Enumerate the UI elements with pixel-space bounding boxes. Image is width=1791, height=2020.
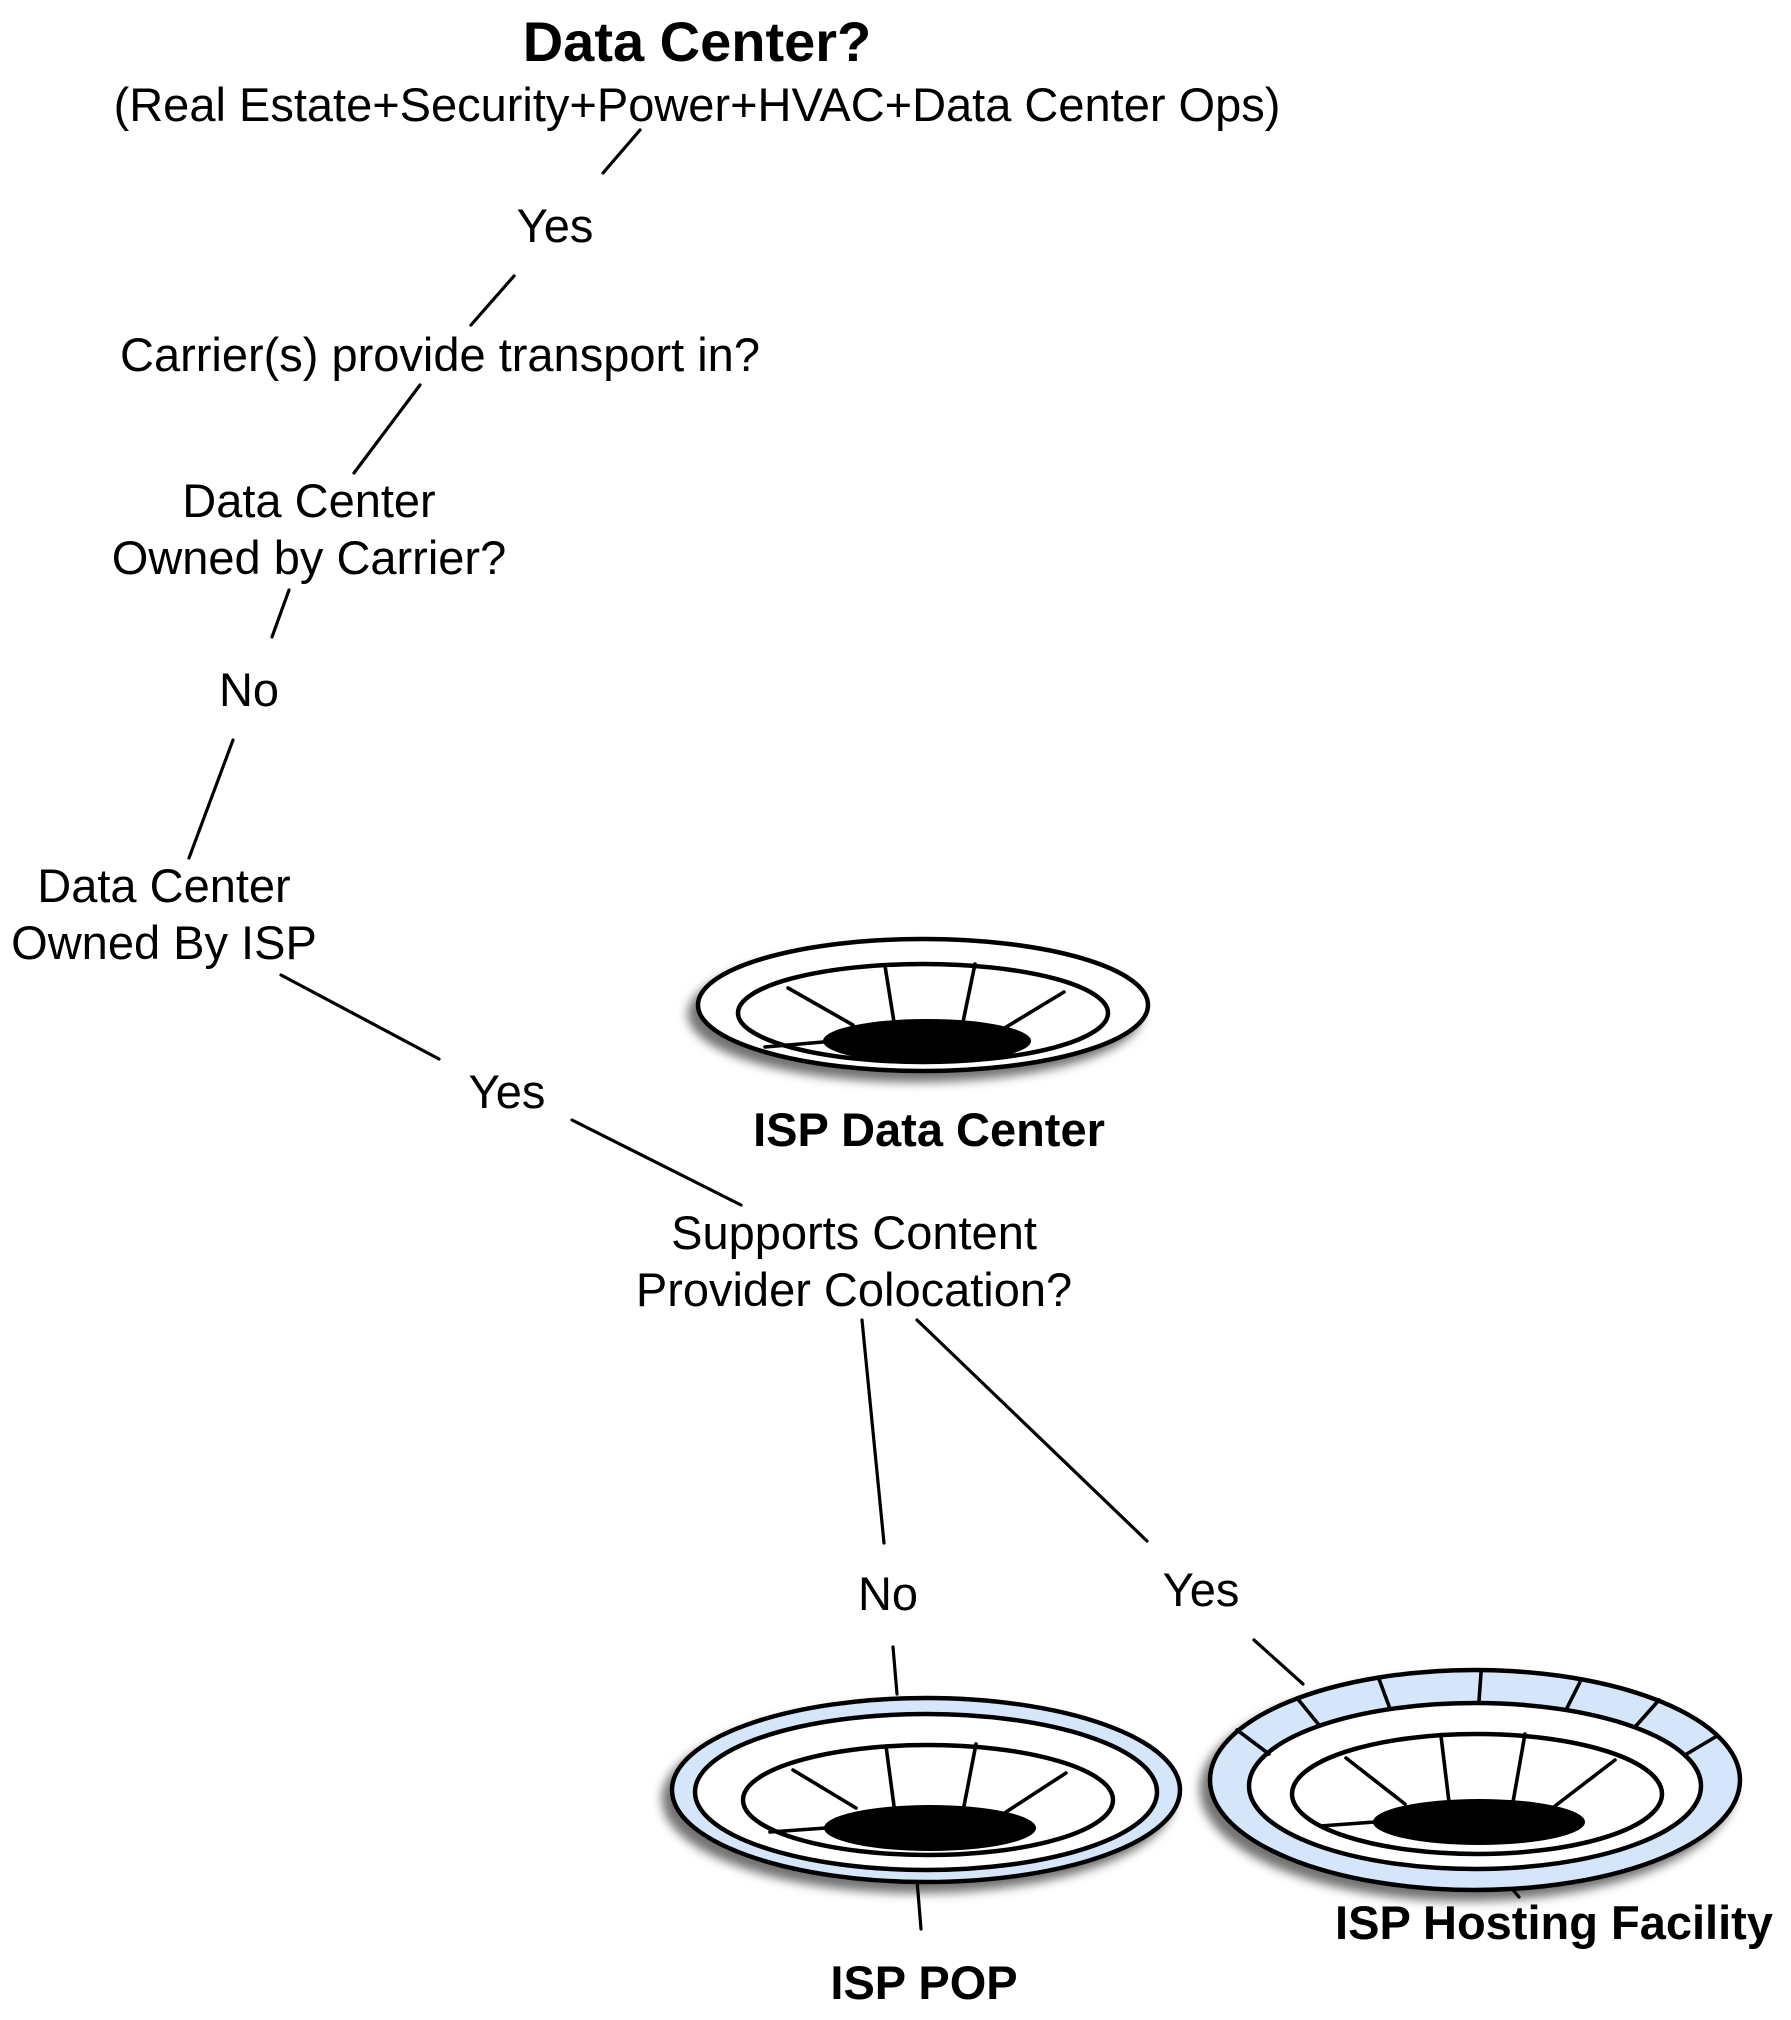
- root-subtitle: (Real Estate+Security+Power+HVAC+Data Ce…: [113, 78, 1281, 132]
- answer-no-2: No: [857, 1567, 919, 1620]
- isp-hosting-facility-band-spoke: [1683, 1734, 1719, 1757]
- isp-hosting-facility-band-spoke: [1565, 1678, 1583, 1710]
- connector-no-to-isp-pop: [891, 1645, 899, 1696]
- isp-hosting-facility-spoke: [1553, 1758, 1617, 1808]
- connector-no-to-owned-by-isp: [187, 738, 235, 860]
- isp-hosting-facility-band-spoke: [1633, 1698, 1661, 1729]
- root-question: Data Center? (Real Estate+Security+Power…: [114, 8, 1281, 134]
- isp-data-center-spoke: [1001, 990, 1066, 1031]
- owned-by-isp-question: Data Center Owned By ISP: [11, 857, 317, 972]
- isp-hosting-facility-band-spoke: [1477, 1671, 1483, 1703]
- isp-hosting-facility-spoke: [1439, 1734, 1451, 1804]
- isp-data-center-core: [823, 1019, 1031, 1063]
- connector-root-to-yes: [601, 128, 642, 175]
- isp-hosting-facility-spoke: [1511, 1732, 1527, 1804]
- connector-carrier-transport-to-owned-by-carrier: [352, 383, 422, 475]
- connector-yes-to-content-colocation: [570, 1118, 743, 1207]
- isp-pop-inner-ring: [740, 1742, 1116, 1858]
- isp-pop-spoke: [768, 1826, 828, 1834]
- content-colocation-line-2: Provider Colocation?: [635, 1263, 1073, 1317]
- connector-yes-to-carrier-transport: [469, 274, 516, 327]
- connector-owned-by-carrier-to-no: [270, 588, 291, 639]
- isp-pop-spoke: [1004, 1771, 1068, 1814]
- isp-pop-middle-ring: [692, 1711, 1160, 1873]
- isp-pop-label: ISP POP: [830, 1956, 1018, 2009]
- isp-data-center-icon: [695, 936, 1151, 1074]
- isp-hosting-facility-spoke: [1318, 1820, 1377, 1828]
- isp-data-center-label: ISP Data Center: [753, 1103, 1105, 1156]
- isp-hosting-facility-core: [1373, 1799, 1585, 1845]
- owned-by-carrier-line-2: Owned by Carrier?: [111, 531, 507, 585]
- owned-by-carrier-line-1: Data Center: [182, 474, 436, 527]
- connector-isp-pop-to-label: [915, 1878, 923, 1931]
- connector-owned-by-isp-to-yes: [279, 973, 441, 1061]
- isp-hosting-facility-spoke: [1344, 1756, 1407, 1806]
- isp-pop-spoke: [962, 1742, 978, 1808]
- isp-hosting-facility-band-spoke: [1295, 1696, 1321, 1727]
- isp-data-center-spoke: [763, 1040, 825, 1049]
- isp-pop-icon: [669, 1695, 1183, 1885]
- isp-hosting-facility-inner-ring: [1289, 1731, 1665, 1857]
- answer-yes-2: Yes: [468, 1065, 546, 1118]
- isp-hosting-facility-label: ISP Hosting Facility: [1335, 1896, 1773, 1949]
- isp-data-center-spoke: [883, 964, 896, 1024]
- isp-data-center-spoke: [961, 962, 977, 1024]
- answer-yes-1: Yes: [516, 199, 594, 252]
- connector-content-colocation-to-no: [860, 1318, 886, 1545]
- answer-no-1: No: [218, 663, 280, 716]
- isp-pop-core: [824, 1805, 1036, 1851]
- isp-hosting-facility-icon: [1207, 1667, 1743, 1893]
- content-colocation-line-1: Supports Content: [671, 1206, 1037, 1259]
- root-title: Data Center?: [522, 10, 872, 73]
- isp-hosting-facility-band-spoke: [1377, 1677, 1391, 1708]
- content-colocation-question: Supports Content Provider Colocation?: [636, 1204, 1072, 1319]
- connector-content-colocation-to-yes: [915, 1318, 1149, 1543]
- owned-by-carrier-question: Data Center Owned by Carrier?: [112, 472, 506, 587]
- isp-pop-spoke: [884, 1744, 896, 1808]
- connector-yes-to-isp-hosting-facility: [1252, 1638, 1305, 1686]
- isp-pop-spoke: [791, 1768, 858, 1810]
- owned-by-isp-line-1: Data Center: [37, 859, 291, 912]
- isp-data-center-spoke: [786, 986, 855, 1027]
- isp-hosting-facility-band-spoke: [1235, 1728, 1271, 1756]
- answer-yes-3: Yes: [1162, 1563, 1240, 1616]
- owned-by-isp-line-2: Owned By ISP: [11, 916, 317, 970]
- carrier-transport-question: Carrier(s) provide transport in?: [120, 328, 760, 381]
